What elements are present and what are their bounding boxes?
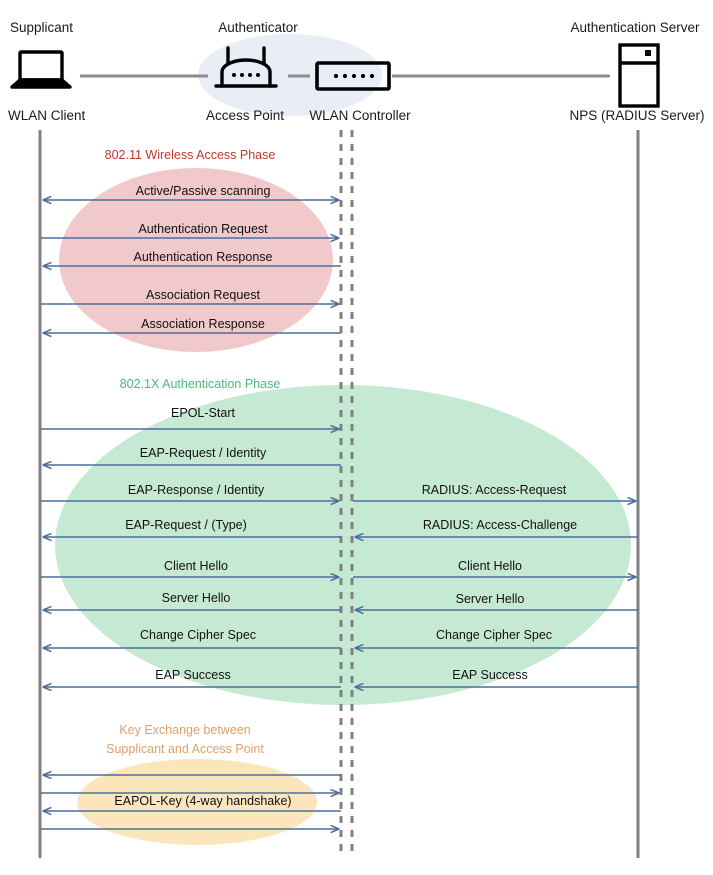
message-label-server-hello-left: Server Hello	[161, 591, 231, 605]
laptop-icon	[10, 50, 72, 89]
phase-ellipse-wireless-access	[59, 168, 333, 352]
message-label-eap-success-left: EAP Success	[155, 668, 231, 682]
access-point-leds	[232, 73, 260, 77]
phase-label-key-exchange-line2: Supplicant and Access Point	[106, 742, 264, 756]
message-label-eapol-start: EPOL-Start	[171, 406, 235, 420]
message-label-authentication-response: Authentication Response	[133, 250, 273, 264]
phase-label-dot1x-authentication: 802.1X Authentication Phase	[119, 377, 281, 391]
message-label-eap-response-identity: EAP-Response / Identity	[127, 483, 265, 497]
message-label-eap-request-type: EAP-Request / (Type)	[125, 518, 247, 532]
message-label-eapol-key: EAPOL-Key (4-way handshake)	[114, 794, 292, 808]
phase-label-key-exchange-line1: Key Exchange between	[119, 723, 251, 737]
message-label-association-request: Association Request	[146, 288, 260, 302]
message-label-server-hello-right: Server Hello	[455, 592, 525, 606]
message-label-change-cipher-spec-left: Change Cipher Spec	[139, 628, 257, 642]
phase-label-wireless-access: 802.11 Wireless Access Phase	[104, 148, 276, 162]
actor-role-authenticator: Authenticator	[218, 20, 298, 35]
server-icon	[618, 43, 660, 108]
message-label-authentication-request: Authentication Request	[138, 222, 268, 236]
message-label-association-response: Association Response	[141, 317, 265, 331]
message-label-eap-request-identity: EAP-Request / Identity	[139, 446, 267, 460]
message-label-active-passive-scanning: Active/Passive scanning	[135, 184, 271, 198]
phase-ellipse-key-exchange	[77, 759, 317, 845]
message-label-change-cipher-spec-right: Change Cipher Spec	[435, 628, 553, 642]
phase-ellipse-dot1x	[55, 385, 631, 705]
actor-label-wlan-controller: WLAN Controller	[309, 108, 411, 123]
message-label-eap-success-right: EAP Success	[452, 668, 528, 682]
actor-role-authentication-server: Authentication Server	[570, 20, 700, 35]
actor-label-nps-radius-server: NPS (RADIUS Server)	[569, 108, 705, 123]
access-point-icon	[214, 46, 278, 88]
actor-role-supplicant: Supplicant	[10, 20, 74, 35]
message-label-client-hello-right: Client Hello	[458, 559, 522, 573]
actor-label-wlan-client: WLAN Client	[8, 108, 86, 123]
message-label-radius-access-challenge: RADIUS: Access-Challenge	[422, 518, 578, 532]
wlan-controller-icon	[315, 61, 391, 91]
message-label-client-hello-left: Client Hello	[164, 559, 228, 573]
message-label-radius-access-request: RADIUS: Access-Request	[421, 483, 567, 497]
actor-label-access-point: Access Point	[205, 108, 285, 123]
